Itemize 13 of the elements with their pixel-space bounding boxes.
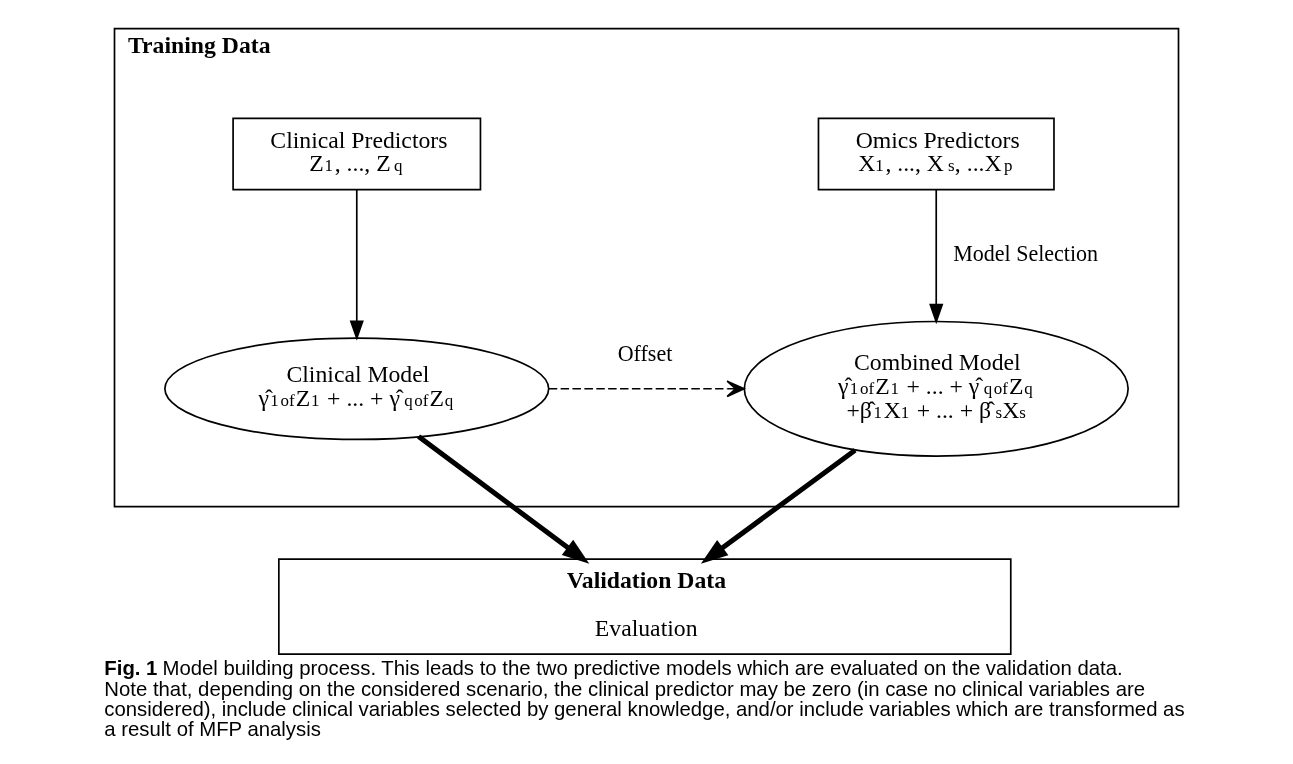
arrow — [349, 188, 364, 341]
caption: Fig. 1 Model building process. This leads to the two predictive models which are evaluated on the validation data. Note that, depending on the considered scenario, the clinical predictor may be zero (in case no clinical variables are considered), include clinical variables selected by general knowledge, and/or include variables which are transformed as a result of MFP analysis — [104, 657, 1185, 741]
arrow — [929, 188, 944, 325]
edge-label: Model Selection — [953, 241, 1099, 267]
node-box: Omics Predictors X1, ..., Xs, ...Xp — [817, 117, 1055, 191]
node-ellipse: Combined Model γ̂1ofZ1 + ... + γ̂qofZq +β̂1X1 + ... + β̂sXs — [743, 320, 1129, 457]
arrow — [700, 448, 857, 564]
arrow — [417, 434, 590, 564]
node-ellipse: Clinical Model γ̂1ofZ1 + ... + γ̂qofZq — [164, 337, 550, 441]
arrow — [548, 380, 745, 398]
node-box: Validation Data Evaluation — [278, 558, 1012, 655]
edge-label: Offset — [617, 340, 673, 366]
node-box: Clinical Predictors Z1, ..., Zq — [232, 117, 482, 191]
